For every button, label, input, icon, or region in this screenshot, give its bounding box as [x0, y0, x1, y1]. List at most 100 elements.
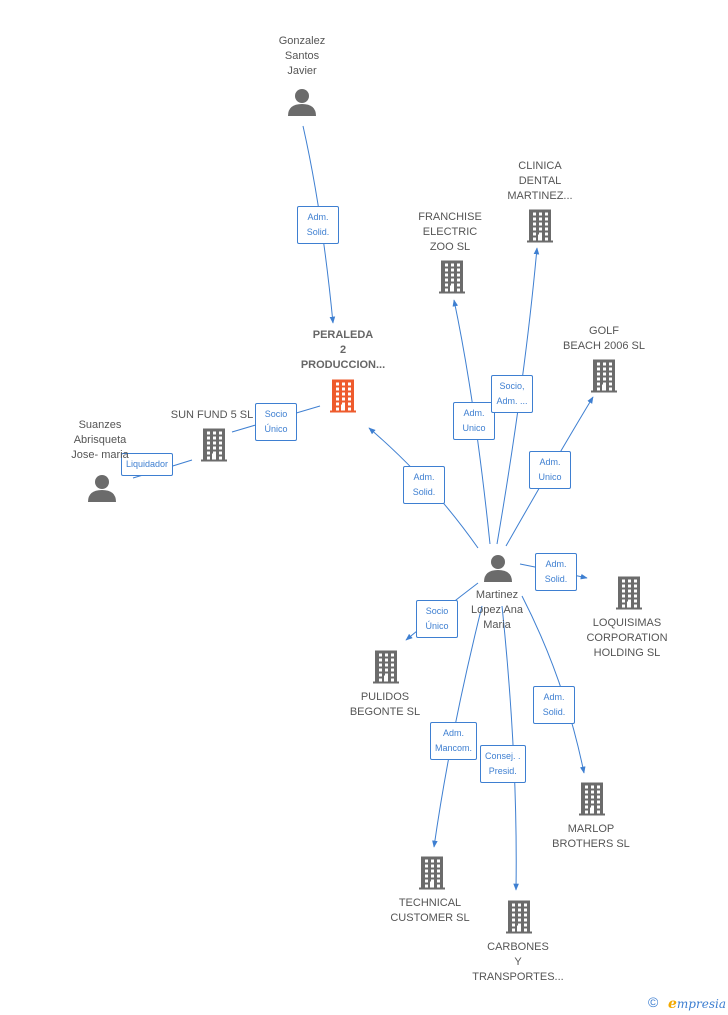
relation-tag-line: Adm. — [463, 408, 485, 418]
building-icon — [201, 428, 227, 462]
node-label-line: ELECTRIC — [422, 226, 478, 238]
building-icon — [591, 359, 617, 393]
node-label-line: Maria — [483, 619, 511, 631]
relation-tag-line: Adm. — [545, 559, 567, 569]
node-label-line: PRODUCCION... — [300, 359, 386, 371]
building-icon — [439, 260, 465, 294]
brand-initial: e — [668, 996, 677, 1012]
node-label-line: Lopez Ana — [471, 604, 523, 616]
node-label-line: Javier — [287, 65, 317, 77]
company-node-golf[interactable] — [591, 359, 617, 393]
company-node-marlop[interactable] — [579, 782, 605, 816]
copyright-icon: © — [648, 994, 659, 1010]
relation-tag[interactable]: Socio, Adm. ... — [491, 375, 533, 413]
relation-tag[interactable]: Adm. Unico — [529, 451, 571, 489]
node-label-line: TECHNICAL — [398, 897, 462, 909]
node-label-line: MARTINEZ... — [507, 190, 573, 202]
building-icon — [373, 650, 399, 684]
company-node-loquisimas[interactable] — [616, 576, 642, 610]
building-icon — [616, 576, 642, 610]
relation-tag-line: Adm. — [539, 457, 561, 467]
node-label-clinica[interactable]: CLINICA DENTAL MARTINEZ... — [480, 159, 600, 204]
relation-tag-line: Único — [425, 621, 449, 631]
relation-tag[interactable]: Consej. . Presid. — [480, 745, 526, 783]
person-node-gonzalez[interactable] — [288, 89, 316, 116]
relation-tag[interactable]: Adm. Solid. — [535, 553, 577, 591]
node-label-line: Gonzalez — [278, 35, 326, 47]
company-node-franchise[interactable] — [439, 260, 465, 294]
node-label-line: FRANCHISE — [418, 211, 482, 223]
relation-tag-line: Consej. . — [485, 751, 521, 761]
building-icon — [419, 856, 445, 890]
building-icon — [527, 209, 553, 243]
person-node-suanzes[interactable] — [88, 475, 116, 502]
person-icon — [88, 475, 116, 502]
node-label-line: Y — [514, 956, 522, 968]
node-label-line: Suanzes — [78, 419, 122, 431]
building-icon — [330, 379, 356, 413]
node-label-line: CLINICA — [518, 160, 562, 172]
relation-tag-line: Adm. — [543, 692, 565, 702]
relation-tag-line: Unico — [462, 423, 486, 433]
relation-tag[interactable]: Liquidador — [121, 453, 174, 476]
node-label-pulidos[interactable]: PULIDOS BEGONTE SL — [325, 690, 445, 720]
node-label-line: CARBONES — [487, 941, 549, 953]
node-label-line: 2 — [339, 344, 347, 356]
company-node-pulidos[interactable] — [373, 650, 399, 684]
person-icon — [484, 555, 512, 582]
relation-tag[interactable]: Adm.Solid. — [533, 686, 575, 724]
node-label-franchise[interactable]: FRANCHISE ELECTRIC ZOO SL — [390, 210, 510, 255]
node-label-line: GOLF — [589, 325, 619, 337]
node-label-line: Abrisqueta — [73, 434, 127, 446]
company-node-carbones[interactable] — [506, 900, 532, 934]
relation-tag[interactable]: Adm. Mancom. — [430, 722, 478, 760]
relation-tag-line: Socio, — [499, 381, 525, 391]
relation-tag-line: Presid. — [488, 766, 517, 776]
node-label-line: DENTAL — [518, 175, 562, 187]
relation-tag-line: Adm. — [443, 728, 465, 738]
building-icon — [579, 782, 605, 816]
company-node-technical[interactable] — [419, 856, 445, 890]
node-label-carbones[interactable]: CARBONES Y TRANSPORTES... — [458, 940, 578, 985]
relation-tag[interactable]: Adm.Solid. — [403, 466, 445, 504]
building-icon — [506, 900, 532, 934]
node-label-line: PERALEDA — [312, 329, 374, 341]
relation-tag-line: Unico — [538, 472, 562, 482]
company-node-sunfund[interactable] — [201, 428, 227, 462]
company-node-clinica[interactable] — [527, 209, 553, 243]
node-label-line: BEGONTE SL — [349, 706, 421, 718]
relation-tag-line: Solid. — [544, 574, 568, 584]
relation-tag-line: Adm. ... — [496, 396, 528, 406]
edge-martinez-to-marlop — [521, 595, 586, 774]
node-label-line: HOLDING SL — [593, 647, 661, 659]
nodes-layer — [88, 89, 642, 934]
node-label-line: LOQUISIMAS — [592, 617, 662, 629]
node-label-sunfund[interactable]: SUN FUND 5 SL — [152, 408, 272, 423]
person-node-martinez[interactable] — [484, 555, 512, 582]
node-label-line: TRANSPORTES... — [472, 971, 564, 983]
empresia-logo[interactable]: empresia — [668, 996, 726, 1012]
relation-tag-line: Socio — [264, 409, 288, 419]
brand-name: mpresia — [676, 997, 726, 1011]
node-label-line: ZOO SL — [429, 241, 471, 253]
relation-tag-line: Mancom. — [435, 743, 473, 753]
relation-tag[interactable]: Adm. Unico — [453, 402, 495, 440]
node-label-line: SUN FUND 5 SL — [170, 409, 254, 421]
node-label-line: PULIDOS — [360, 691, 410, 703]
relation-tag-line: Socio — [425, 606, 449, 616]
company-node-peraleda[interactable] — [330, 379, 356, 413]
node-label-line: Martinez — [475, 589, 519, 601]
person-icon — [288, 89, 316, 116]
relation-tag[interactable]: Adm.Solid. — [297, 206, 339, 244]
